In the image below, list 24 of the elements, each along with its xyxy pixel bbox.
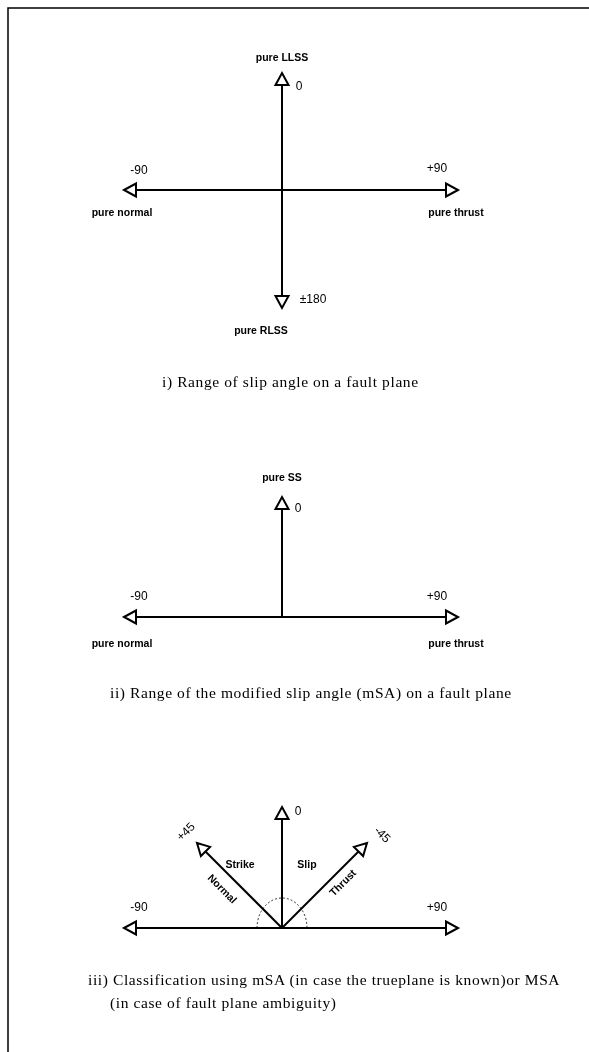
axis-label: pure RLSS	[234, 325, 288, 337]
angle-value: -90	[130, 164, 148, 178]
angle-value: ±180	[299, 293, 327, 307]
angle-value: 0	[294, 805, 302, 819]
axis-label: pure thrust	[428, 207, 484, 219]
angle-value: -90	[130, 590, 148, 604]
axis-label: Slip	[297, 859, 317, 871]
angle-value: -90	[130, 901, 148, 915]
angle-value: -45	[371, 824, 393, 846]
angle-value: 0	[295, 80, 303, 94]
angle-value: +90	[426, 901, 448, 915]
figure-caption: i) Range of slip angle on a fault plane	[162, 372, 420, 392]
figure-caption: ii) Range of the modified slip angle (mSA) on a fault plane	[110, 683, 513, 703]
axis-label: pure LLSS	[255, 52, 309, 64]
angle-value: +90	[426, 590, 448, 604]
angle-value: +45	[174, 820, 198, 844]
axis-label: pure normal	[91, 638, 153, 650]
axis-label: Strike	[225, 859, 255, 871]
axis-label: pure thrust	[428, 638, 484, 650]
axis-label: pure normal	[91, 207, 153, 219]
figure-caption: iii) Classification using mSA (in case the trueplane is known)or MSA (in case of fault plane ambiguity)	[88, 970, 561, 1014]
angle-value: 0	[294, 502, 302, 516]
angle-value: +90	[426, 162, 448, 176]
axis-label: pure SS	[262, 472, 302, 484]
